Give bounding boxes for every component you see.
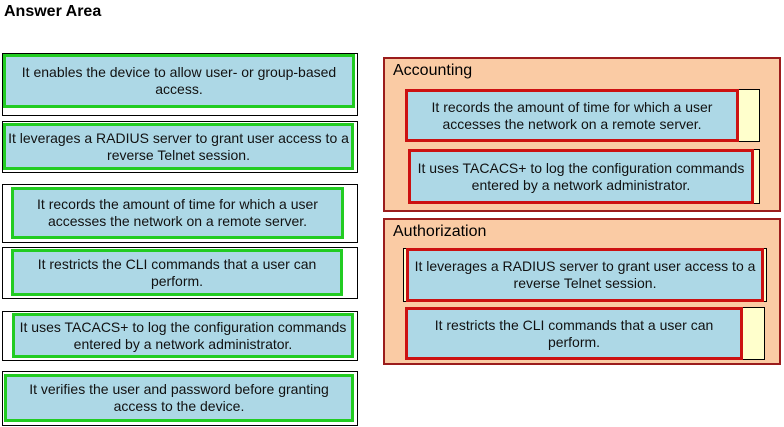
target-section-title: Accounting <box>393 62 473 79</box>
target-section-accounting: Accounting It records the amount of time… <box>383 57 781 212</box>
drag-token-label: It verifies the user and password before… <box>29 381 329 414</box>
source-slot-2: It leverages a RADIUS server to grant us… <box>2 121 358 173</box>
source-slot-3: It records the amount of time for which … <box>2 184 358 243</box>
dropped-token-tacacs-log[interactable]: It uses TACACS+ to log the configuration… <box>408 149 754 204</box>
target-section-authorization: Authorization It leverages a RADIUS serv… <box>383 218 781 365</box>
dropped-token-records-time[interactable]: It records the amount of time for which … <box>405 89 739 142</box>
drag-token-records-time[interactable]: It records the amount of time for which … <box>11 187 344 239</box>
dropped-token-restricts-cli[interactable]: It restricts the CLI commands that a use… <box>405 307 743 360</box>
source-slot-4: It restricts the CLI commands that a use… <box>2 247 358 299</box>
source-slot-5: It uses TACACS+ to log the configuration… <box>2 311 358 361</box>
target-section-title: Authorization <box>393 223 487 240</box>
drop-slot-authorization-1[interactable]: It leverages a RADIUS server to grant us… <box>403 248 767 302</box>
source-slot-1: It enables the device to allow user- or … <box>2 53 358 116</box>
drag-token-verifies-password[interactable]: It verifies the user and password before… <box>4 374 354 422</box>
dropped-token-label: It records the amount of time for which … <box>431 98 713 132</box>
page-title: Answer Area <box>4 3 102 20</box>
drag-token-label: It restricts the CLI commands that a use… <box>37 255 317 289</box>
dropped-token-label: It leverages a RADIUS server to grant us… <box>414 258 756 291</box>
drag-token-enables-access[interactable]: It enables the device to allow user- or … <box>3 54 355 108</box>
dropped-token-label: It uses TACACS+ to log the configuration… <box>417 159 745 193</box>
drag-token-tacacs-log[interactable]: It uses TACACS+ to log the configuration… <box>12 313 354 358</box>
drag-token-label: It records the amount of time for which … <box>37 196 318 229</box>
drag-token-restricts-cli[interactable]: It restricts the CLI commands that a use… <box>11 249 343 296</box>
drop-slot-accounting-2[interactable]: It uses TACACS+ to log the configuration… <box>408 149 760 204</box>
drag-token-label: It uses TACACS+ to log the configuration… <box>19 318 347 352</box>
source-slot-6: It verifies the user and password before… <box>2 371 358 426</box>
dropped-token-radius-telnet[interactable]: It leverages a RADIUS server to grant us… <box>406 248 764 302</box>
dropped-token-label: It restricts the CLI commands that a use… <box>434 316 714 350</box>
drag-token-radius-telnet[interactable]: It leverages a RADIUS server to grant us… <box>3 123 354 170</box>
drag-token-label: It enables the device to allow user- or … <box>21 64 337 97</box>
drop-slot-accounting-1[interactable]: It records the amount of time for which … <box>405 89 760 142</box>
drag-token-label: It leverages a RADIUS server to grant us… <box>8 129 349 163</box>
drop-slot-authorization-2[interactable]: It restricts the CLI commands that a use… <box>405 307 765 360</box>
